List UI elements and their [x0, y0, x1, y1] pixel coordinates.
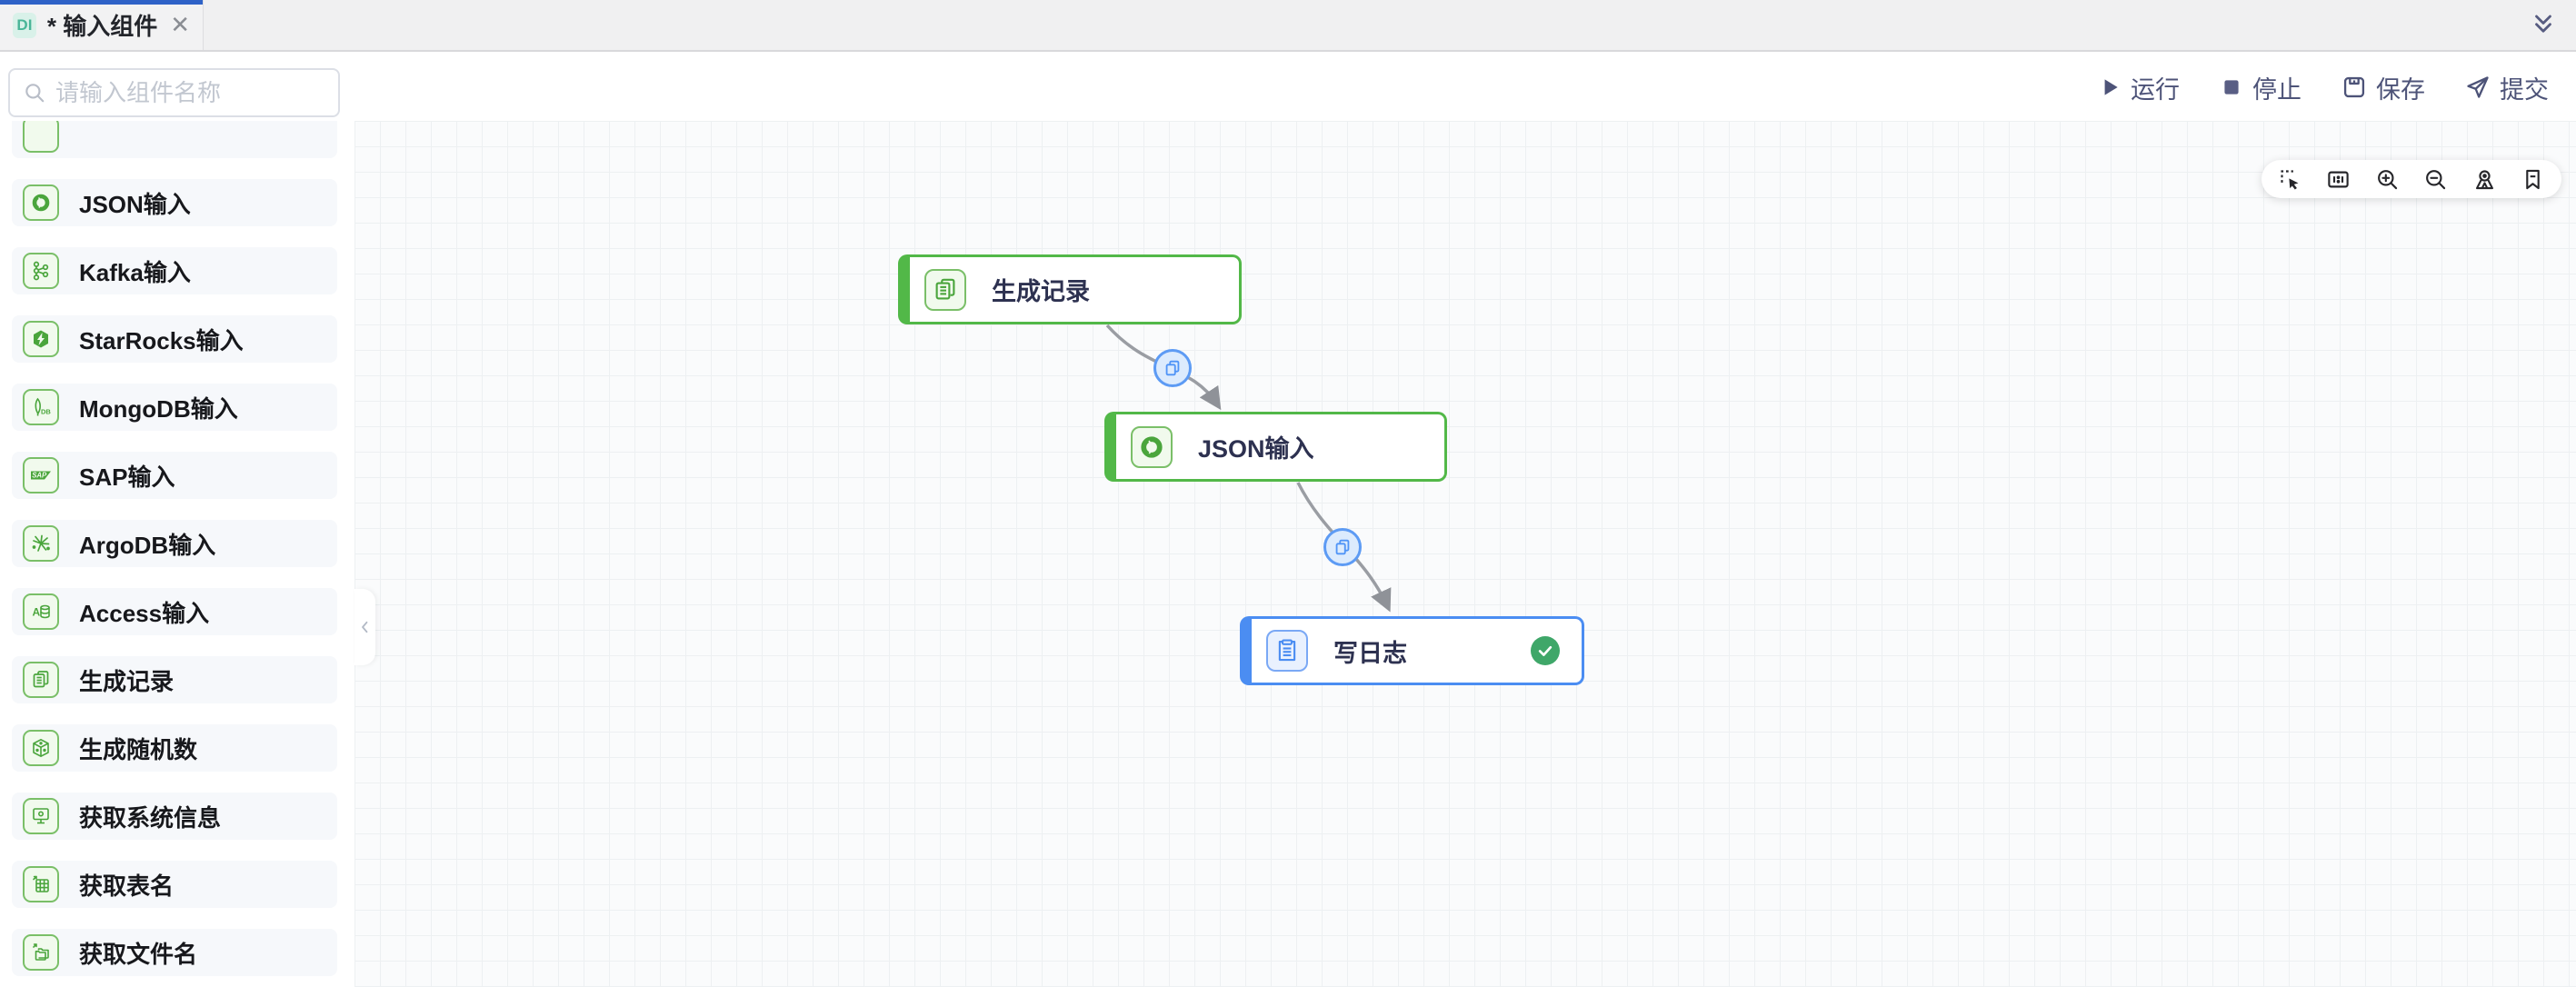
- sap-icon: SAP: [23, 457, 59, 494]
- sidebar-item-file-names[interactable]: 获取文件名: [12, 929, 337, 976]
- double-chevron-down-icon[interactable]: [2525, 7, 2561, 44]
- locate-icon[interactable]: [2472, 167, 2497, 192]
- sidebar-collapse-handle[interactable]: [354, 589, 375, 665]
- zoom-in-icon[interactable]: [2375, 167, 2400, 192]
- component-sidebar: JSON输入 Kafka输入 StarRocks输入: [0, 121, 354, 987]
- json-icon: [1131, 425, 1173, 468]
- chevron-left-icon: [361, 621, 367, 633]
- kafka-icon: [23, 253, 59, 289]
- search-input[interactable]: [55, 78, 325, 107]
- submit-button[interactable]: 提交: [2465, 70, 2549, 105]
- sidebar-item-json-input[interactable]: JSON输入: [12, 179, 337, 226]
- sidebar-item-random-number[interactable]: 生成随机数: [12, 724, 337, 772]
- random-number-icon: [23, 730, 59, 766]
- tab-close-icon[interactable]: ✕: [170, 11, 190, 38]
- svg-text:SAP: SAP: [32, 471, 47, 479]
- send-icon: [2467, 76, 2489, 98]
- sidebar-item-argodb-input[interactable]: ArgoDB输入: [12, 520, 337, 567]
- save-icon: [2343, 76, 2365, 98]
- mongodb-icon: DB: [23, 389, 59, 425]
- stop-icon: [2224, 80, 2239, 95]
- node-label: JSON输入: [1198, 435, 1314, 463]
- access-icon: A: [23, 593, 59, 630]
- save-label: 保存: [2376, 75, 2425, 104]
- flow-canvas[interactable]: [354, 121, 2576, 987]
- node-label: 生成记录: [992, 278, 1090, 305]
- toolbar: 运行 停止 保存 提交: [0, 54, 2576, 121]
- copy-icon: [1335, 539, 1350, 555]
- system-info-icon: [23, 798, 59, 834]
- di-badge: DI: [13, 12, 36, 38]
- sidebar-item-mongodb-input[interactable]: DB MongoDB输入: [12, 384, 337, 431]
- node-generate-records[interactable]: 生成记录: [898, 254, 1242, 324]
- svg-text:DB: DB: [41, 408, 51, 416]
- json-icon: [23, 184, 59, 221]
- success-check-icon: [1531, 636, 1560, 665]
- bookmark-icon[interactable]: [2521, 167, 2545, 192]
- argodb-icon: [23, 525, 59, 562]
- submit-label: 提交: [2500, 75, 2549, 104]
- copy-icon: [1165, 360, 1180, 376]
- file-names-icon: [23, 934, 59, 971]
- component-icon: [23, 121, 59, 153]
- fit-view-icon[interactable]: [2326, 167, 2351, 192]
- edge-copy-badge[interactable]: [1153, 349, 1192, 387]
- marquee-select-icon[interactable]: [2278, 167, 2302, 192]
- sidebar-item-system-info[interactable]: 获取系统信息: [12, 793, 337, 840]
- zoom-out-icon[interactable]: [2423, 167, 2448, 192]
- sidebar-item-access-input[interactable]: A Access输入: [12, 588, 337, 635]
- sidebar-item-starrocks-input[interactable]: StarRocks输入: [12, 315, 337, 363]
- stop-label: 停止: [2252, 75, 2301, 104]
- table-names-icon: [23, 866, 59, 902]
- tab-bar: DI * 输入组件 ✕: [0, 0, 2576, 52]
- component-search[interactable]: [8, 68, 340, 117]
- generate-records-icon: [23, 662, 59, 698]
- tab-input-components[interactable]: DI * 输入组件 ✕: [0, 0, 204, 50]
- canvas-toolbar: [2261, 160, 2561, 198]
- node-label: 写日志: [1333, 639, 1407, 667]
- sidebar-item-kafka-input[interactable]: Kafka输入: [12, 247, 337, 294]
- sidebar-item-generate-records[interactable]: 生成记录: [12, 656, 337, 703]
- play-icon: [2104, 79, 2118, 95]
- stop-button[interactable]: 停止: [2220, 70, 2301, 105]
- generate-records-icon: [924, 268, 966, 311]
- sidebar-item-table-names[interactable]: 获取表名: [12, 861, 337, 908]
- run-button[interactable]: 运行: [2098, 70, 2180, 105]
- sidebar-item-partial[interactable]: [12, 121, 337, 158]
- tab-title: * 输入组件: [46, 13, 158, 40]
- sidebar-item-sap-input[interactable]: SAP SAP输入: [12, 452, 337, 499]
- svg-text:A: A: [33, 606, 41, 619]
- search-icon: [25, 84, 45, 103]
- edge-copy-badge[interactable]: [1323, 528, 1362, 566]
- run-label: 运行: [2131, 75, 2180, 104]
- save-button[interactable]: 保存: [2341, 70, 2425, 105]
- write-log-icon: [1266, 630, 1308, 672]
- node-write-log[interactable]: 写日志: [1240, 616, 1584, 685]
- starrocks-icon: [23, 321, 59, 357]
- node-json-input[interactable]: JSON输入: [1104, 412, 1447, 482]
